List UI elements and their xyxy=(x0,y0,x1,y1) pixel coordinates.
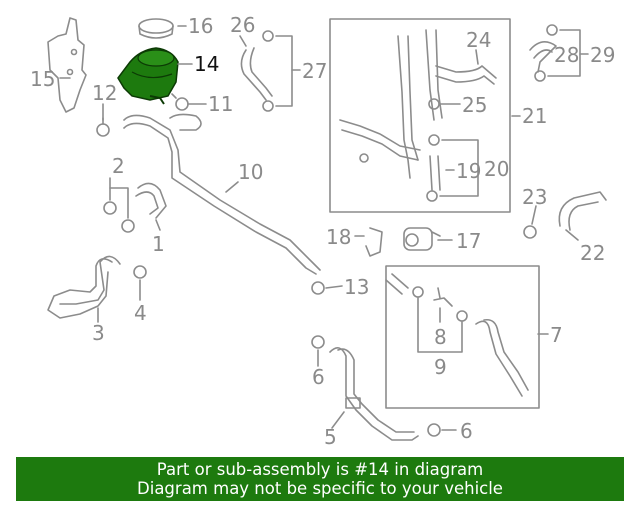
label-part-28: 28 xyxy=(554,43,579,67)
label-part-10: 10 xyxy=(238,160,263,184)
info-banner: Part or sub-assembly is #14 in diagram D… xyxy=(16,457,624,501)
banner-line-2: Diagram may not be specific to your vehi… xyxy=(137,479,503,498)
label-part-26: 26 xyxy=(230,13,255,37)
label-part-25: 25 xyxy=(462,93,487,117)
part-18-bracket xyxy=(365,227,383,257)
label-part-6a: 6 xyxy=(312,365,325,389)
label-part-20: 20 xyxy=(484,157,509,181)
part-20-clamps xyxy=(426,134,440,202)
part-10-pipe xyxy=(123,113,321,275)
label-part-19: 19 xyxy=(456,159,481,183)
label-part-5: 5 xyxy=(324,425,337,449)
part-23-clamp xyxy=(523,225,537,239)
label-part-1: 1 xyxy=(152,232,165,256)
part-16-cap xyxy=(138,18,174,39)
part-21-pipe-assembly xyxy=(339,29,443,179)
part-17-pump xyxy=(403,227,441,251)
label-part-23: 23 xyxy=(522,185,547,209)
part-5-hose xyxy=(329,347,419,441)
label-part-11: 11 xyxy=(208,92,233,116)
banner-line-1: Part or sub-assembly is #14 in diagram xyxy=(156,460,484,479)
label-part-3: 3 xyxy=(92,321,105,345)
part-11-clamp xyxy=(171,93,189,111)
part-9-clamps xyxy=(412,286,468,322)
part-25-clamp xyxy=(428,98,440,110)
part-6-clamp-a xyxy=(311,335,325,349)
label-part-24: 24 xyxy=(466,28,491,52)
label-part-13: 13 xyxy=(344,275,369,299)
label-part-14[interactable]: 14 xyxy=(194,52,219,76)
part-13-clamp xyxy=(311,281,325,295)
part-29-clamps xyxy=(534,24,558,82)
part-6-clamp-b xyxy=(427,423,441,437)
label-part-17: 17 xyxy=(456,229,481,253)
label-part-22: 22 xyxy=(580,241,605,265)
label-part-12: 12 xyxy=(92,81,117,105)
label-part-29: 29 xyxy=(590,43,615,67)
part-24-hose xyxy=(435,65,497,85)
part-19-hose xyxy=(429,155,441,191)
label-part-21: 21 xyxy=(522,104,547,128)
label-part-4: 4 xyxy=(134,301,147,325)
part-27-clamps xyxy=(262,30,274,112)
subassembly-box-7 xyxy=(385,265,540,409)
label-part-2: 2 xyxy=(112,154,125,178)
label-part-6b: 6 xyxy=(460,419,473,443)
part-26-hose xyxy=(240,47,273,101)
part-28-hose xyxy=(529,41,557,73)
label-part-18: 18 xyxy=(326,225,351,249)
part-22-hose xyxy=(558,191,607,231)
label-part-27: 27 xyxy=(302,59,327,83)
label-part-8: 8 xyxy=(434,325,447,349)
part-7-hose xyxy=(475,318,529,397)
subassembly-box-21 xyxy=(329,18,511,213)
part-1-hose xyxy=(135,182,167,219)
part-15-bracket xyxy=(47,17,87,113)
label-part-16: 16 xyxy=(188,14,213,38)
part-14-reservoir[interactable] xyxy=(117,47,179,105)
label-part-15: 15 xyxy=(30,67,55,91)
part-3-hose xyxy=(47,255,121,319)
label-part-7: 7 xyxy=(550,323,563,347)
part-8-connectors xyxy=(385,273,453,307)
part-4-clamp xyxy=(133,265,147,279)
leader-lines xyxy=(59,25,589,431)
label-part-9: 9 xyxy=(434,355,447,379)
part-2-clamps xyxy=(103,201,135,233)
